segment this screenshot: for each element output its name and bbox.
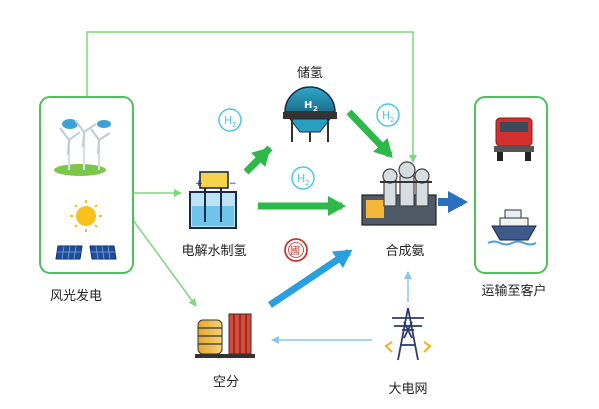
svg-text:2: 2 <box>232 121 236 129</box>
storage-label: 储氢 <box>296 66 324 81</box>
svg-text:國: 國 <box>290 245 300 257</box>
delivery-label: 运输至客户 <box>481 284 547 299</box>
main-flows <box>243 109 468 308</box>
hydrogen-tank-icon: H 2 <box>283 86 337 142</box>
air-separation-label: 空分 <box>212 375 240 390</box>
renewables-label: 风光发电 <box>49 289 103 304</box>
ship-icon <box>487 209 537 246</box>
sun-icon <box>70 200 102 232</box>
h2-badge-icon <box>218 103 400 190</box>
airsep-to-synthesis-arrow <box>268 249 353 308</box>
synthesis-label: 合成氨 <box>385 244 425 259</box>
seal-icon: 國 <box>284 238 308 262</box>
svg-text:H: H <box>382 109 390 122</box>
power-pylon-icon <box>384 307 432 361</box>
delivery-frame <box>474 96 548 274</box>
svg-text:−: − <box>229 179 237 189</box>
electrolyzer-icon: + − <box>189 171 237 229</box>
renewables-frame <box>39 96 134 274</box>
svg-text:2: 2 <box>305 179 309 187</box>
grid-label: 大电网 <box>388 382 428 397</box>
thin-blue-connectors <box>271 271 412 344</box>
svg-text:H: H <box>304 100 312 111</box>
truck-icon <box>494 117 534 161</box>
thin-green-connectors <box>86 31 417 307</box>
svg-text:2: 2 <box>313 105 318 113</box>
renewables-to-synthesis-line <box>86 31 417 163</box>
svg-text:2: 2 <box>390 116 394 124</box>
air-separation-icon <box>195 313 255 358</box>
solar-panel-icon <box>55 245 117 260</box>
ammonia-plant-icon <box>361 161 437 226</box>
svg-text:+: + <box>195 179 203 189</box>
electrolysis-label: 电解水制氢 <box>181 244 247 259</box>
renewables-to-airsep-line <box>132 219 197 307</box>
svg-text:H: H <box>297 172 305 185</box>
wind-turbine-icon <box>54 119 111 176</box>
svg-text:H: H <box>224 114 232 127</box>
storage-to-synthesis-arrow <box>346 109 393 158</box>
